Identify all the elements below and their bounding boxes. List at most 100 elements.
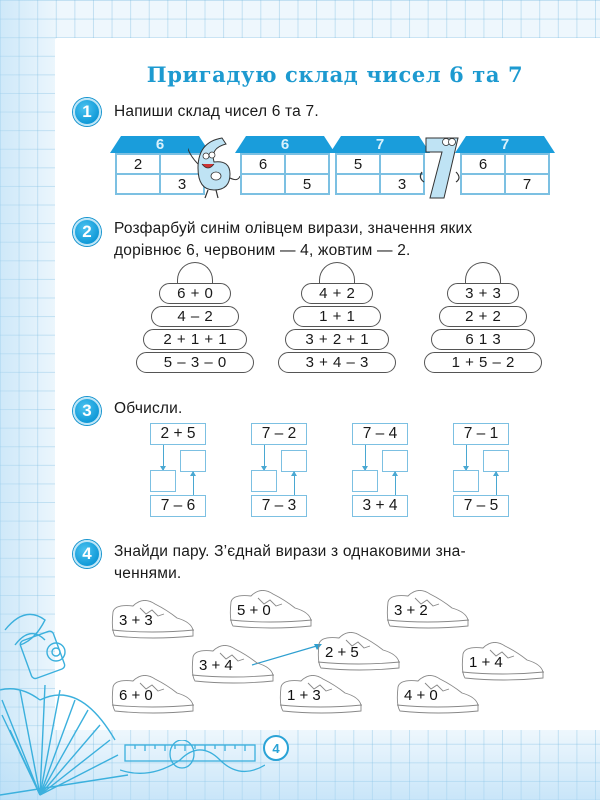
pyramid-ring[interactable]: 3 + 2 + 1 [285,329,389,350]
sneaker-expression: 3 + 3 [119,612,153,629]
task-1-badge: 1 [73,98,101,126]
sneaker-card[interactable]: 3 + 4 [190,645,276,687]
sneaker-expression: 1 + 4 [469,654,503,671]
bottom-expression: 7 – 3 [251,495,307,517]
pyramid-ring[interactable]: 1 + 5 – 2 [424,352,542,373]
task-3-badge: 3 [73,397,101,425]
house-roof: 7 [455,136,555,153]
sneaker-card[interactable]: 2 + 5 [316,632,402,674]
bottom-expression: 3 + 4 [352,495,408,517]
bottom-expression: 7 – 6 [150,495,206,517]
top-expression: 7 – 2 [251,423,307,445]
task-2-line-1: Розфарбуй синім олівцем вирази, значення… [114,220,473,237]
pyramid-top [177,262,213,284]
answer-box-left[interactable] [453,470,479,492]
house-cell[interactable] [336,174,380,194]
answer-box-right[interactable] [180,450,206,472]
pyramid-ring[interactable]: 1 + 1 [293,306,381,327]
answer-box-right[interactable] [483,450,509,472]
arrow-down-icon [261,445,267,471]
pyramid-ring[interactable]: 3 + 3 [447,283,519,304]
sneaker-card[interactable]: 5 + 0 [228,590,314,632]
sneaker-card[interactable]: 3 + 3 [110,600,196,642]
house-cell[interactable] [116,174,160,194]
number-house-1: 6 2 3 [110,136,210,196]
sneaker-icon [191,645,275,684]
top-expression: 2 + 5 [150,423,206,445]
answer-box-left[interactable] [352,470,378,492]
sneaker-expression: 2 + 5 [325,644,359,661]
sneaker-icon [396,675,480,714]
number-house-3: 7 5 3 [330,136,430,196]
house-cell[interactable]: 2 [116,154,160,174]
sneaker-icon [229,590,313,629]
house-cell[interactable]: 5 [336,154,380,174]
house-cell[interactable]: 5 [285,174,329,194]
connection-arrow-icon [251,644,322,666]
sneaker-card[interactable]: 1 + 3 [278,675,364,717]
pyramid-ring[interactable]: 4 + 2 [301,283,373,304]
house-cell[interactable] [241,174,285,194]
sneaker-expression: 5 + 0 [237,602,271,619]
pyramid-ring[interactable]: 5 – 3 – 0 [136,352,254,373]
bottom-expression: 7 – 5 [453,495,509,517]
pyramid-ring[interactable]: 3 + 4 – 3 [278,352,396,373]
task-1-instruction: Напиши склад чисел 6 та 7. [114,103,319,120]
ring-pyramid-1: 6 + 0 4 – 2 2 + 1 + 1 5 – 3 – 0 [130,262,260,380]
top-expression: 7 – 4 [352,423,408,445]
open-book-illustration [0,613,129,796]
house-roof: 6 [110,136,210,153]
digit-seven-mascot-icon [419,137,460,199]
pyramid-ring[interactable]: 2 + 2 [439,306,527,327]
page-number: 4 [263,735,289,761]
digit-six-mascot-icon [188,137,240,199]
sneaker-icon [461,642,545,681]
house-cell[interactable] [380,154,424,174]
answer-box-left[interactable] [150,470,176,492]
task-2-badge: 2 [73,218,101,246]
answer-box-left[interactable] [251,470,277,492]
ring-pyramid-2: 4 + 2 1 + 1 3 + 2 + 1 3 + 4 – 3 [272,262,402,380]
pyramid-top [319,262,355,284]
task-2-line-2: дорівнює 6, червоним — 4, жовтим — 2. [114,242,411,259]
top-expression: 7 – 1 [453,423,509,445]
sneaker-card[interactable]: 4 + 0 [395,675,481,717]
sneaker-card[interactable]: 3 + 2 [385,590,471,632]
sneaker-icon [111,600,195,639]
pyramid-ring[interactable]: 6 + 0 [159,283,231,304]
house-cell[interactable]: 6 [241,154,285,174]
task-4-line-2: ченнями. [114,565,182,582]
number-house-4: 7 6 7 [455,136,555,196]
house-cell[interactable]: 3 [380,174,424,194]
sneaker-expression: 4 + 0 [404,687,438,704]
task-3-instruction: Обчисли. [114,400,183,417]
house-cell[interactable]: 7 [505,174,549,194]
arrow-down-icon [160,445,166,471]
sneaker-expression: 6 + 0 [119,687,153,704]
page-title: Пригадую склад чисел 6 та 7 [146,62,524,87]
task-4-badge: 4 [73,540,101,568]
pyramid-ring[interactable]: 4 – 2 [151,306,239,327]
task-4-line-1: Знайди пару. З’єднай вирази з однаковими… [114,543,466,560]
answer-box-right[interactable] [382,450,408,472]
sneaker-expression: 3 + 4 [199,657,233,674]
house-cell[interactable] [505,154,549,174]
sneaker-icon [111,675,195,714]
number-house-2: 6 6 5 [235,136,335,196]
house-cell[interactable] [285,154,329,174]
pyramid-top [465,262,501,284]
house-cell[interactable] [461,174,505,194]
sneaker-expression: 3 + 2 [394,602,428,619]
sneaker-card[interactable]: 6 + 0 [110,675,196,717]
answer-box-right[interactable] [281,450,307,472]
sneaker-icon [279,675,363,714]
arrow-up-icon [190,471,196,495]
house-cell[interactable]: 6 [461,154,505,174]
ring-pyramid-3: 3 + 3 2 + 2 6 1 3 1 + 5 – 2 [418,262,548,380]
sneaker-card[interactable]: 1 + 4 [460,642,546,684]
pyramid-ring[interactable]: 2 + 1 + 1 [143,329,247,350]
left-grid-fade [0,0,60,800]
pyramid-ring[interactable]: 6 1 3 [431,329,535,350]
house-roof: 7 [330,136,430,153]
arrow-up-icon [493,471,499,495]
